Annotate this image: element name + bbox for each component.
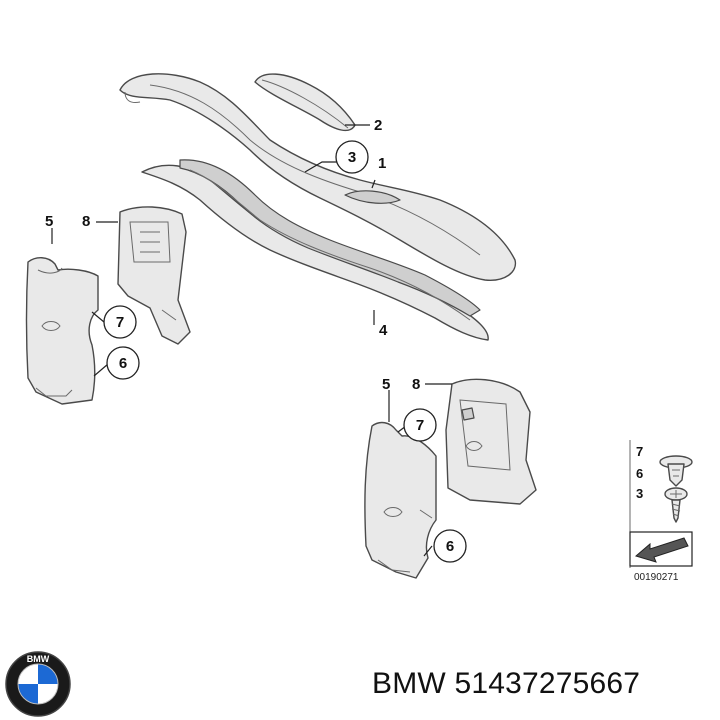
callout-6-right-bubble: 6 bbox=[433, 529, 467, 563]
part-4-lower-strip bbox=[141, 159, 489, 341]
callout-6-right: 6 bbox=[446, 538, 454, 555]
callout-7-right-bubble: 7 bbox=[403, 408, 437, 442]
clip-icon bbox=[659, 455, 693, 487]
part-2-cover bbox=[254, 73, 356, 132]
callout-5-right: 5 bbox=[382, 376, 390, 393]
direction-arrow-icon bbox=[629, 531, 693, 567]
callout-6-left: 6 bbox=[119, 355, 127, 372]
callout-8-right: 8 bbox=[412, 376, 420, 393]
part-1-upper-trim bbox=[119, 73, 517, 281]
hardware-legend: 7 6 3 00190271 bbox=[629, 440, 693, 583]
svg-text:BMW: BMW bbox=[27, 654, 50, 664]
callout-7-left: 7 bbox=[116, 314, 124, 331]
part-5-left-panel bbox=[25, 257, 99, 405]
part-number-caption: BMW 51437275667 bbox=[372, 667, 641, 700]
callout-5-left: 5 bbox=[45, 213, 53, 230]
callout-7-right: 7 bbox=[416, 417, 424, 434]
callout-7-left-bubble: 7 bbox=[103, 305, 137, 339]
part-8-right-bracket bbox=[445, 378, 537, 505]
bmw-logo: BMW bbox=[5, 651, 71, 717]
part-5-right-panel bbox=[364, 421, 437, 579]
callout-4: 4 bbox=[379, 322, 388, 339]
screw-icon bbox=[664, 487, 688, 523]
callout-3-bubble: 3 bbox=[335, 140, 369, 174]
legend-3: 3 bbox=[636, 486, 643, 501]
callout-2: 2 bbox=[374, 117, 382, 134]
part-8-left-bracket bbox=[117, 206, 191, 345]
callout-8-left: 8 bbox=[82, 213, 90, 230]
callout-6-left-bubble: 6 bbox=[106, 346, 140, 380]
callout-1: 1 bbox=[378, 155, 386, 172]
legend-7: 7 bbox=[636, 444, 643, 459]
legend-6: 6 bbox=[636, 466, 643, 481]
callout-3: 3 bbox=[348, 149, 356, 166]
diagram-code: 00190271 bbox=[634, 572, 679, 583]
